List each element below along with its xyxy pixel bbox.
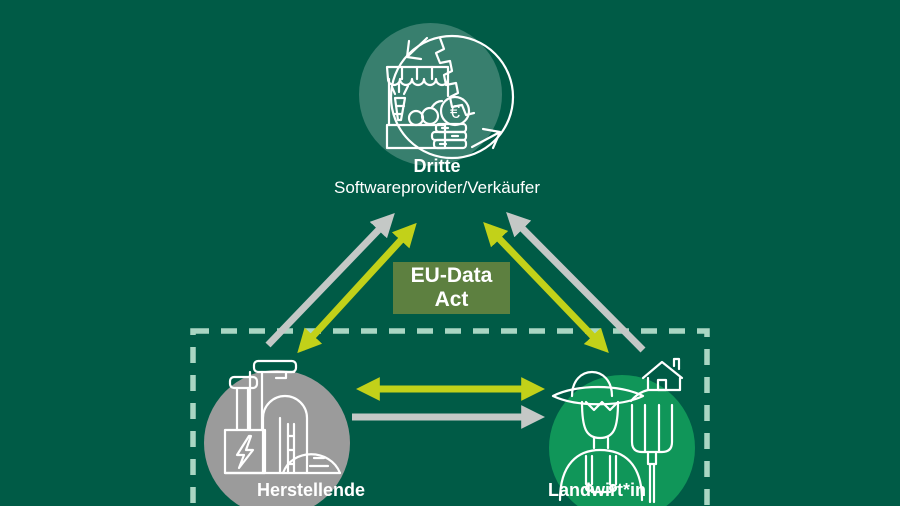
arrow-landwirt-dritte-gray bbox=[506, 212, 646, 353]
herstellende-label: Herstellende bbox=[257, 480, 366, 500]
herstellende-circle bbox=[204, 370, 350, 506]
landwirt-circle bbox=[549, 375, 695, 506]
dritte-circle bbox=[359, 23, 502, 166]
group-dashed-border bbox=[190, 328, 710, 506]
eu-data-act-line2: Act bbox=[434, 288, 469, 311]
dritte-title: Dritte bbox=[413, 156, 461, 176]
farmer-icon bbox=[551, 357, 684, 504]
dritte-subtitle: Softwareprovider/Verkäufer bbox=[334, 178, 540, 197]
arrow-herstellende-dritte-yellow bbox=[297, 222, 417, 354]
landwirt-label: Landwirt*in bbox=[548, 480, 646, 500]
arrow-landwirt-dritte-yellow bbox=[483, 221, 609, 354]
factory-icon bbox=[223, 359, 342, 475]
dritte-label: Dritte Softwareprovider/Verkäufer bbox=[280, 156, 594, 198]
euro-glyph: € bbox=[450, 102, 460, 122]
eu-data-act-box: EU-Data Act bbox=[393, 262, 510, 314]
arrow-herstellende-dritte-gray bbox=[265, 212, 395, 348]
eu-data-act-line1: EU-Data bbox=[410, 264, 493, 287]
market-globe-icon: € bbox=[385, 34, 515, 160]
